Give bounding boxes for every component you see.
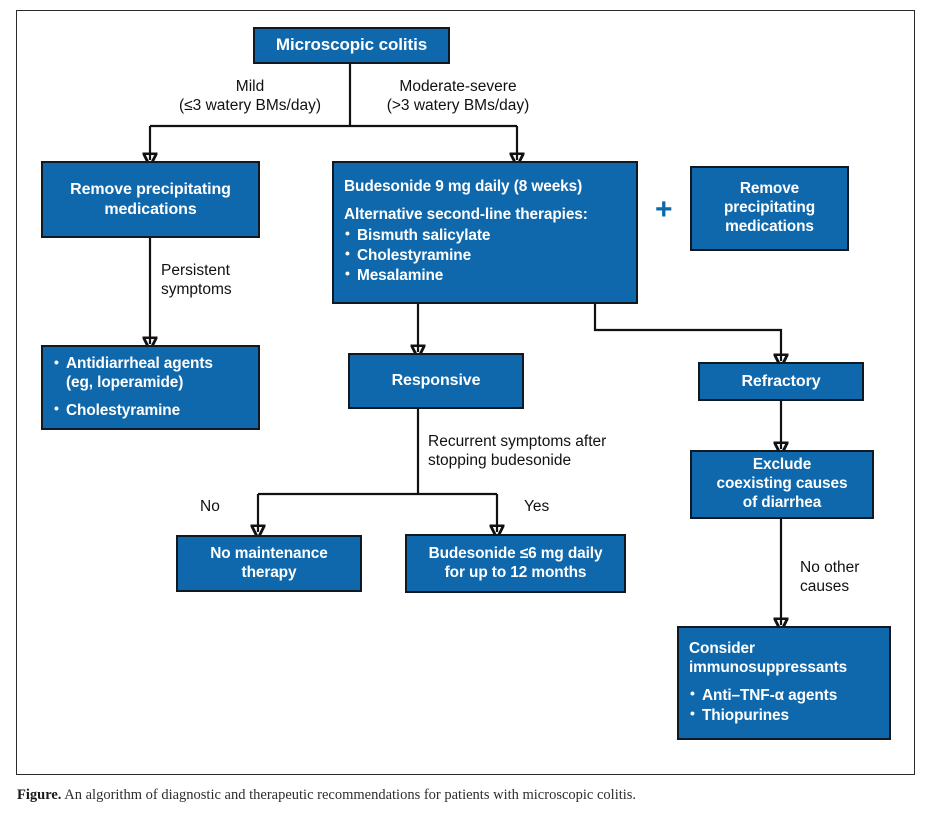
node-no-maintenance-line1: No maintenance	[210, 544, 328, 562]
node-remove-precipitating-medications-right[interactable]: Remove precipitating medications	[690, 166, 849, 251]
node-remove-meds-right-line1: Remove	[739, 180, 800, 198]
node-exclude-coexisting-causes[interactable]: Exclude coexisting causes of diarrhea	[690, 450, 874, 519]
node-budesonide-bullet-2: Cholestyramine	[344, 245, 626, 265]
edge-label-no: No	[200, 498, 220, 515]
node-immuno-bullets: Anti–TNF-α agents Thiopurines	[689, 685, 879, 726]
node-antidiarrheal-bullet-1-line2: (eg, loperamide)	[66, 373, 184, 391]
node-budesonide-line2: Alternative second-line therapies:	[344, 206, 588, 224]
node-refractory[interactable]: Refractory	[698, 362, 864, 401]
plus-icon: +	[655, 193, 673, 226]
node-exclude-line3: of diarrhea	[742, 493, 822, 511]
node-budesonide-bullet-3: Mesalamine	[344, 265, 626, 285]
node-responsive[interactable]: Responsive	[348, 353, 524, 409]
node-remove-meds-left-line2: medications	[104, 200, 197, 218]
node-microscopic-colitis[interactable]: Microscopic colitis	[253, 27, 450, 64]
figure-caption-text: An algorithm of diagnostic and therapeut…	[61, 787, 637, 803]
node-root-title: Microscopic colitis	[275, 35, 428, 55]
edge-label-mild: Mild (≤3 watery BMs/day)	[178, 78, 321, 114]
node-refractory-title: Refractory	[741, 372, 821, 390]
edge-label-yes: Yes	[524, 498, 550, 515]
node-antidiarrheal-bullet-1: Antidiarrheal agents (eg, loperamide)	[53, 354, 248, 393]
node-responsive-title: Responsive	[391, 372, 481, 390]
node-remove-meds-right-line3: medications	[725, 217, 814, 235]
node-budesonide-bullet-1: Bismuth salicylate	[344, 225, 626, 245]
node-budesonide-line1: Budesonide 9 mg daily (8 weeks)	[344, 178, 583, 196]
node-antidiarrheal-bullet-2: Cholestyramine	[53, 400, 248, 420]
node-antidiarrheal-bullet-1-line1: Antidiarrheal agents	[66, 355, 213, 373]
node-exclude-line1: Exclude	[752, 456, 812, 474]
edge-label-recurrent-symptoms: Recurrent symptoms after stopping budeso…	[428, 433, 607, 469]
node-antidiarrheal-bullets: Antidiarrheal agents (eg, loperamide) Ch…	[53, 354, 248, 420]
edge-label-moderate-severe: Moderate-severe (>3 watery BMs/day)	[386, 78, 530, 114]
node-remove-meds-left-line1: Remove precipitating	[70, 180, 231, 198]
node-remove-meds-right-line2: precipitating	[723, 199, 816, 217]
figure-caption-label: Figure.	[17, 787, 62, 803]
node-immuno-line2: immunosuppressants	[689, 658, 848, 676]
node-budesonide-maint-line2: for up to 12 months	[444, 563, 587, 581]
node-immuno-line1: Consider	[689, 639, 755, 657]
node-budesonide-bullets: Bismuth salicylate Cholestyramine Mesala…	[344, 225, 626, 286]
edge-label-no-other-causes: No other causes	[800, 559, 860, 595]
node-budesonide-induction[interactable]: Budesonide 9 mg daily (8 weeks) Alternat…	[332, 161, 638, 304]
edge-label-persistent-symptoms: Persistent symptoms	[161, 262, 232, 298]
node-immuno-bullet-2: Thiopurines	[689, 705, 879, 725]
node-no-maintenance-line2: therapy	[241, 563, 297, 581]
figure-caption: Figure. An algorithm of diagnostic and t…	[17, 787, 897, 804]
node-exclude-line2: coexisting causes	[716, 475, 848, 493]
node-antidiarrheal-agents[interactable]: Antidiarrheal agents (eg, loperamide) Ch…	[41, 345, 260, 430]
node-immuno-bullet-1: Anti–TNF-α agents	[689, 685, 879, 705]
node-consider-immunosuppressants[interactable]: Consider immunosuppressants Anti–TNF-α a…	[677, 626, 891, 740]
node-budesonide-maint-line1: Budesonide ≤6 mg daily	[428, 544, 603, 562]
node-budesonide-maintenance[interactable]: Budesonide ≤6 mg daily for up to 12 mont…	[405, 534, 626, 593]
node-remove-precipitating-medications-left[interactable]: Remove precipitating medications	[41, 161, 260, 238]
node-no-maintenance-therapy[interactable]: No maintenance therapy	[176, 535, 362, 592]
